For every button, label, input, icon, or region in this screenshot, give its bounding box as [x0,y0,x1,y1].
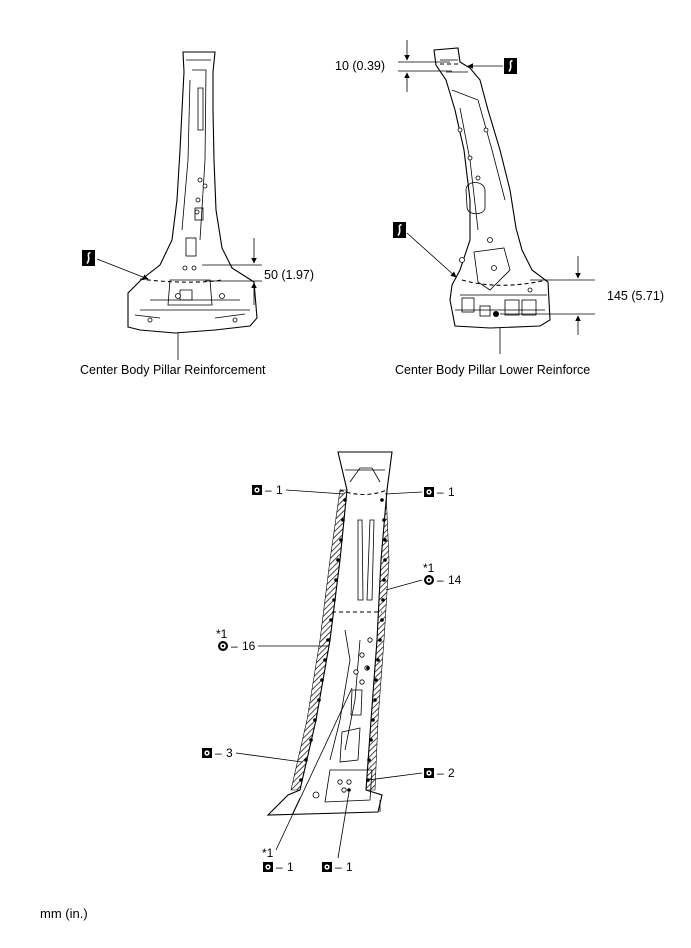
svg-text:–: – [437,766,444,780]
spot-weld-icon [263,862,273,872]
svg-text:14: 14 [448,573,462,587]
weld-callout-top-left: – 1 [252,483,345,497]
spot-weld-icon [322,862,332,872]
weld-callout-mid-right: *1 – 14 [385,561,462,591]
weld-callout-mid-left: *1 – 16 [216,627,328,653]
svg-text:–: – [215,746,222,760]
svg-text:50 (1.97): 50 (1.97) [264,268,314,282]
spot-weld-icon [202,748,212,758]
spot-weld-icon [424,768,434,778]
svg-text:16: 16 [242,639,256,653]
weld-callout-bottom-left: *1 – 1 [262,687,353,874]
part-label-reinforcement: Center Body Pillar Reinforcement [80,363,266,377]
svg-text:1: 1 [346,860,353,874]
weld-callout-top-right: – 1 [384,485,455,499]
weld-callout-lower-right: – 2 [367,766,455,781]
cut-symbol-icon [503,57,518,75]
part-label-lower-reinforce: Center Body Pillar Lower Reinforce [395,363,590,377]
svg-text:1: 1 [287,860,294,874]
svg-text:–: – [276,860,283,874]
units-label: mm (in.) [40,906,88,921]
svg-text:3: 3 [226,746,233,760]
svg-text:*1: *1 [423,561,435,575]
svg-text:*1: *1 [216,627,228,641]
svg-text:2: 2 [448,766,455,780]
spot-weld-icon [424,487,434,497]
svg-text:–: – [265,483,272,497]
dimension-right-cut: 145 (5.71) [500,256,664,335]
weld-callout-bottom-mid: – 1 [322,791,353,874]
plug-weld-icon [218,641,228,651]
svg-text:–: – [231,639,238,653]
svg-text:10 (0.39): 10 (0.39) [335,59,385,73]
cut-symbol-icon [81,249,96,267]
svg-text:1: 1 [276,483,283,497]
dimension-right-top: 10 (0.39) [335,40,503,92]
dimension-left-cut: 50 (1.97) [202,238,314,305]
svg-text:*1: *1 [262,846,274,860]
cut-symbol-icon [392,221,407,239]
spot-weld-icon [252,485,262,495]
svg-text:1: 1 [448,485,455,499]
svg-text:–: – [335,860,342,874]
pillar-reinforcement-drawing [127,51,258,334]
svg-text:–: – [437,573,444,587]
pillar-assembly-drawing [266,451,393,816]
svg-text:–: – [437,485,444,499]
plug-weld-icon [424,575,434,585]
weld-callout-lower-left: – 3 [202,746,303,763]
svg-text:145 (5.71): 145 (5.71) [607,289,664,303]
pillar-lower-reinforce-drawing [433,47,551,329]
